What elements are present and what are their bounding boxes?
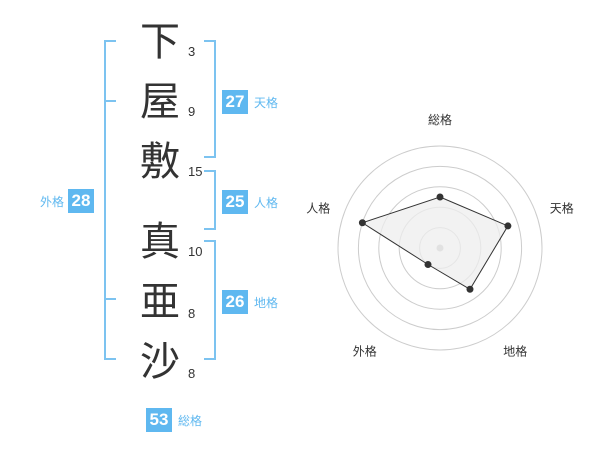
radar-ring [357,165,523,331]
stroke-count-1: 3 [188,44,196,59]
radar-point-2 [504,222,512,230]
name-char-3: 敷 [140,139,180,185]
stroke-count-6: 8 [188,366,196,381]
name-char-2: 屋 [140,79,180,125]
jinkaku-value: 25 [222,190,248,214]
soukaku-tag: 53 総格 [146,408,202,432]
radar-series-polygon [361,196,509,290]
tenkaku-label: 天格 [254,95,279,110]
jinkaku-tag: 25 人格 [222,190,278,214]
stroke-count-5: 8 [188,306,196,321]
radar-point-5 [358,219,366,227]
soukaku-label: 総格 [178,413,203,428]
radar-axis-label-3: 地格 [503,344,527,359]
chikaku-tag: 26 地格 [222,290,278,314]
name-char-1: 下 [140,19,180,65]
tenkaku-value: 27 [222,90,248,114]
gaikaku-label: 外格 [40,194,65,209]
jinkaku-label: 人格 [254,195,279,210]
name-char-4: 真 [140,219,180,265]
stroke-count-4: 10 [188,244,203,259]
gaikaku-value: 28 [68,189,95,213]
name-char-5: 亜 [140,279,180,325]
radar-ring [378,186,502,310]
stroke-count-2: 9 [188,104,196,119]
tenkaku-tag: 27 天格 [222,90,278,114]
soukaku-value: 53 [146,408,172,432]
radar-axis-label-5: 人格 [306,200,330,215]
gaikaku-tag: 外格 28 [40,189,95,213]
radar-point-3 [466,285,474,293]
radar-axis-label-1: 総格 [428,112,452,127]
stroke-count-3: 15 [188,164,203,179]
chikaku-value: 26 [222,290,248,314]
radar-point-4 [424,261,432,269]
name-char-6: 沙 [140,339,180,385]
radar-axis-label-4: 外格 [353,344,377,359]
radar-point-1 [436,193,444,201]
chikaku-label: 地格 [254,295,279,310]
radar-ring [337,145,543,351]
radar-axis-label-2: 天格 [550,200,574,215]
